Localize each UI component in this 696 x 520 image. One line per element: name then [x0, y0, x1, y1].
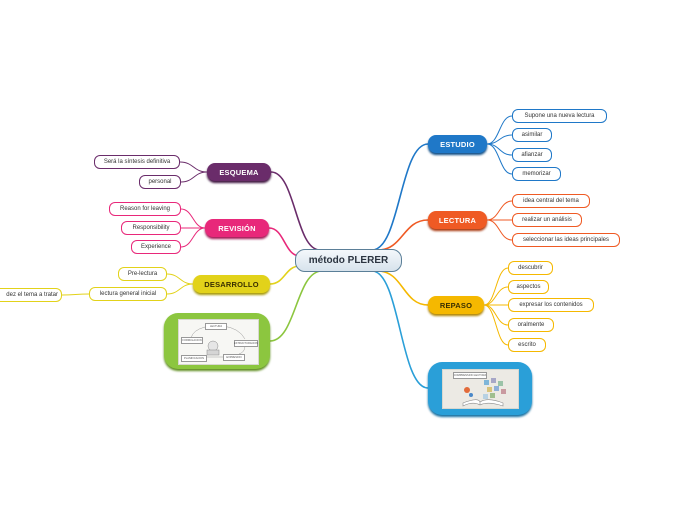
- connector-line: [179, 161, 208, 173]
- subtopic-escrito[interactable]: escrito: [508, 338, 546, 352]
- connector-line: [377, 270, 429, 306]
- topic-lectura[interactable]: LECTURA: [428, 211, 487, 229]
- process-arrows: [190, 325, 246, 358]
- connector-line: [166, 283, 194, 295]
- topic-repaso-label: REPASO: [439, 300, 473, 310]
- subtopic-experience[interactable]: Experience: [131, 240, 181, 254]
- subtopic-label: Pre-lectura: [127, 271, 158, 277]
- subtopic-label: escrito: [518, 342, 536, 348]
- subtopic-label: dez el tema a tratar: [6, 292, 58, 298]
- topic-lectura-label: LECTURA: [438, 215, 477, 225]
- illustration-tag: COMPRENSION LECTORA: [453, 372, 487, 379]
- connector-line: [377, 219, 429, 251]
- topic-esquema[interactable]: ESQUEMA: [207, 163, 271, 181]
- connector-line: [268, 227, 301, 257]
- subtopic-idea-central-del-tema[interactable]: idea central del tema: [512, 194, 590, 208]
- subtopic-label: lectura general inicial: [99, 291, 157, 297]
- subtopic-realizar-un-analisis[interactable]: realizar un análisis: [512, 213, 582, 227]
- subtopic-label: realizar un análisis: [522, 217, 572, 223]
- connector-line: [483, 304, 509, 346]
- image-topic-writing-process[interactable]: LECTURA FORMULACION ESTRUCTURACION EXPRE…: [164, 313, 270, 369]
- connector-line: [61, 293, 90, 296]
- topic-desarrollo[interactable]: DESARROLLO: [193, 275, 270, 293]
- writing-process-illustration: LECTURA FORMULACION ESTRUCTURACION EXPRE…: [178, 319, 259, 365]
- connector-line: [486, 115, 513, 145]
- subtopic-dez-el-tema-a-tratar[interactable]: dez el tema a tratar: [0, 288, 62, 302]
- topic-estudio[interactable]: ESTUDIO: [428, 135, 487, 153]
- connector-line: [180, 227, 206, 248]
- connector-line: [483, 286, 509, 306]
- subtopic-label: Será la síntesis definitiva: [103, 159, 171, 165]
- connector-line: [371, 143, 429, 251]
- subtopic-label: Experience: [140, 244, 172, 250]
- subtopic-lectura-general-inicial[interactable]: lectura general inicial: [89, 287, 167, 301]
- connector-line: [269, 265, 301, 285]
- subtopic-responsibility[interactable]: Responsibility: [121, 221, 181, 235]
- subtopic-expresar-los-contenidos[interactable]: expresar los contenidos: [508, 298, 594, 312]
- illustration-tag: ESTRUCTURACION: [233, 340, 259, 347]
- subtopic-label: seleccionar las ideas principales: [522, 237, 610, 243]
- connector-line: [180, 208, 206, 229]
- connector-line: [486, 143, 513, 156]
- subtopic-pre-lectura[interactable]: Pre-lectura: [118, 267, 167, 281]
- illustration-tag: FORMULACION: [181, 337, 203, 344]
- open-book-icon: [462, 378, 506, 407]
- subtopic-label: personal: [148, 179, 172, 185]
- connector-line: [166, 273, 194, 285]
- connector-line: [486, 143, 513, 175]
- topic-estudio-label: ESTUDIO: [440, 139, 475, 149]
- connector-line: [486, 219, 513, 241]
- subtopic-label: asimilar: [521, 132, 543, 138]
- connector-line: [180, 171, 208, 183]
- subtopic-label: aspectos: [516, 284, 541, 290]
- subtopic-label: idea central del tema: [523, 198, 579, 204]
- connector-line: [486, 134, 513, 145]
- subtopic-label: Responsibility: [132, 225, 170, 231]
- subtopic-aspectos[interactable]: aspectos: [508, 280, 549, 294]
- subtopic-oralmente[interactable]: oralmente: [508, 318, 554, 332]
- connector-line: [483, 304, 509, 326]
- central-topic-label: método PLERER: [308, 255, 389, 266]
- topic-revision-label: REVISIÓN: [218, 223, 256, 233]
- subtopic-reason-for-leaving[interactable]: Reason for leaving: [109, 202, 181, 216]
- topic-desarrollo-label: DESARROLLO: [204, 279, 259, 289]
- subtopic-sera-la-sintesis-definitiva[interactable]: Será la síntesis definitiva: [94, 155, 180, 169]
- topic-repaso[interactable]: REPASO: [428, 296, 484, 314]
- connector-line: [270, 171, 321, 251]
- connector-line: [269, 270, 323, 342]
- subtopic-seleccionar-las-ideas-principales[interactable]: seleccionar las ideas principales: [512, 233, 620, 247]
- illustration-tag: PLANIFICACION: [181, 355, 207, 362]
- connector-line: [371, 270, 429, 389]
- subtopic-label: afianzar: [521, 152, 543, 158]
- illustration-tag: EXPRESION: [223, 354, 245, 361]
- subtopic-label: memorizar: [522, 171, 551, 177]
- topic-revision[interactable]: REVISIÓN: [205, 219, 269, 237]
- illustration-tag: LECTURA: [205, 323, 227, 330]
- subtopic-label: Supone una nueva lectura: [524, 113, 595, 119]
- subtopic-label: Reason for leaving: [119, 206, 171, 212]
- subtopic-descubrir[interactable]: descubrir: [508, 261, 553, 275]
- subtopic-memorizar[interactable]: memorizar: [512, 167, 561, 181]
- subtopic-supone-una-nueva-lectura[interactable]: Supone una nueva lectura: [512, 109, 607, 123]
- subtopic-personal[interactable]: personal: [139, 175, 181, 189]
- subtopic-afianzar[interactable]: afianzar: [512, 148, 552, 162]
- reading-illustration: COMPRENSION LECTORA: [442, 369, 519, 409]
- connector-line: [483, 267, 509, 306]
- topic-esquema-label: ESQUEMA: [219, 167, 259, 177]
- central-topic[interactable]: método PLERER: [295, 249, 402, 272]
- subtopic-label: descubrir: [518, 265, 543, 271]
- subtopic-label: oralmente: [517, 322, 545, 328]
- subtopic-asimilar[interactable]: asimilar: [512, 128, 552, 142]
- image-topic-comprension-lectora[interactable]: COMPRENSION LECTORA: [428, 362, 532, 415]
- connector-line: [486, 200, 513, 221]
- subtopic-label: expresar los contenidos: [519, 302, 583, 308]
